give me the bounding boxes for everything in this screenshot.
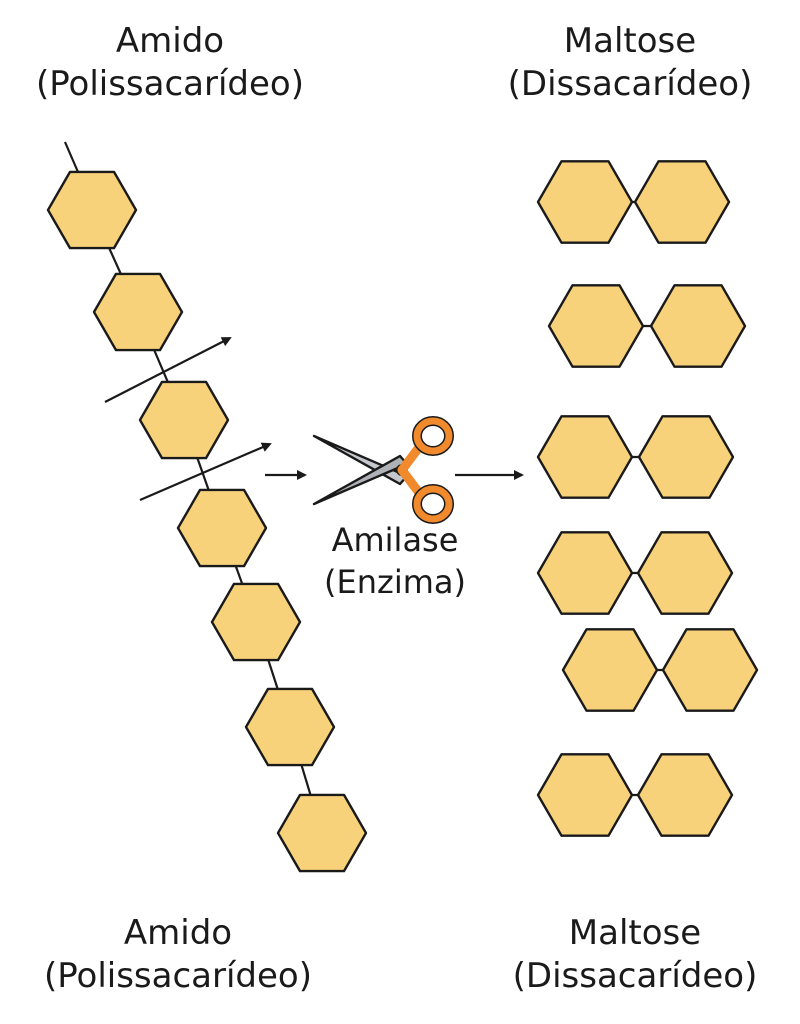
glucose-hexagon xyxy=(46,170,138,250)
maltose-glucose-hexagon xyxy=(636,753,734,837)
maltose-glucose-hexagon xyxy=(561,628,659,712)
starch-label-bottom: Amido (Polissacarídeo) xyxy=(18,912,338,997)
maltose-glucose-hexagon xyxy=(536,415,634,499)
maltose-glucose-hexagon xyxy=(536,531,634,615)
maltose-glucose-hexagon xyxy=(536,753,634,837)
starch-title-bottom: Amido xyxy=(123,913,233,953)
maltose-glucose-hexagon xyxy=(636,531,734,615)
maltose-group xyxy=(536,160,759,837)
maltose-title-bottom: Maltose xyxy=(568,913,702,953)
starch-chain xyxy=(46,141,368,873)
maltose-glucose-hexagon xyxy=(661,628,759,712)
maltose-label-bottom: Maltose (Dissacarídeo) xyxy=(475,912,795,997)
enzyme-subtitle: (Enzima) xyxy=(324,562,466,601)
maltose-glucose-hexagon xyxy=(649,284,747,368)
starch-subtitle-bottom: (Polissacarídeo) xyxy=(43,955,313,996)
chain-stem xyxy=(63,141,80,173)
glucose-hexagon xyxy=(176,488,268,568)
maltose-title: Maltose xyxy=(563,21,697,61)
starch-subtitle: (Polissacarídeo) xyxy=(35,63,305,104)
glucose-hexagon xyxy=(244,687,336,767)
cut-line-upper xyxy=(104,337,232,403)
starch-title: Amido xyxy=(115,21,225,61)
glucose-hexagon xyxy=(276,793,368,873)
maltose-label-top: Maltose (Dissacarídeo) xyxy=(470,20,790,105)
enzyme-title: Amilase xyxy=(331,521,459,559)
glucose-hexagon xyxy=(210,582,302,662)
maltose-glucose-hexagon xyxy=(536,160,634,244)
starch-label-top: Amido (Polissacarídeo) xyxy=(10,20,330,105)
maltose-subtitle: (Dissacarídeo) xyxy=(507,63,753,104)
maltose-glucose-hexagon xyxy=(637,415,735,499)
maltose-glucose-hexagon xyxy=(547,284,645,368)
maltose-subtitle-bottom: (Dissacarídeo) xyxy=(512,955,758,996)
glucose-hexagon xyxy=(138,380,230,460)
cut-line-lower xyxy=(139,442,272,502)
glucose-hexagon xyxy=(92,272,184,352)
maltose-glucose-hexagon xyxy=(633,160,731,244)
enzyme-label: Amilase (Enzima) xyxy=(270,520,520,603)
scissors-icon xyxy=(312,416,454,524)
